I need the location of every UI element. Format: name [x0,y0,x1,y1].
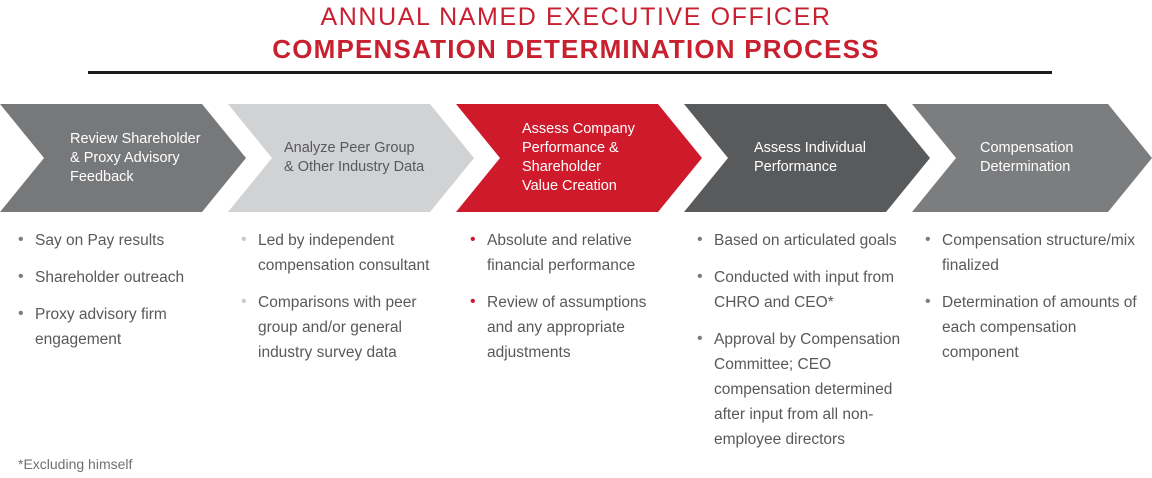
process-step-3-bullet-list: Absolute and relative financial performa… [470,227,675,365]
page-title-line-2: COMPENSATION DETERMINATION PROCESS [272,34,880,64]
list-item: Review of assumptions and any appropriat… [470,289,675,365]
list-item: Compensation structure/mix finalized [925,227,1140,278]
title-divider-rule [88,71,1052,74]
list-item: Say on Pay results [18,227,230,253]
footnote-text: *Excluding himself [18,456,133,472]
list-item: Led by independent compensation consulta… [241,227,456,278]
process-step-4-label: Assess Individual Performance [754,140,867,175]
list-item: Absolute and relative financial performa… [470,227,675,278]
process-step-5-label: Compensation Determination [980,140,1074,175]
process-step-4-details: Based on articulated goals Conducted wit… [697,227,922,452]
process-step-3-label: Assess Company Performance & Shareholder… [522,121,635,194]
process-step-1-label: Review Shareholder & Proxy Advisory Feed… [70,130,201,185]
list-item: Determination of amounts of each compens… [925,289,1140,365]
list-item: Shareholder outreach [18,264,230,290]
process-step-2-chevron[interactable]: Analyze Peer Group & Other Industry Data [228,104,474,212]
process-step-4-bullet-list: Based on articulated goals Conducted wit… [697,227,922,452]
process-step-3-chevron[interactable]: Assess Company Performance & Shareholder… [456,104,702,212]
process-step-1-chevron[interactable]: Review Shareholder & Proxy Advisory Feed… [0,104,246,212]
process-step-5-details: Compensation structure/mix finalized Det… [925,227,1140,365]
list-item: Conducted with input from CHRO and CEO* [697,264,922,315]
process-chevron-band: Review Shareholder & Proxy Advisory Feed… [0,104,1152,212]
process-step-3-details: Absolute and relative financial performa… [470,227,675,365]
list-item: Proxy advisory firm engagement [18,301,230,352]
process-step-2-details: Led by independent compensation consulta… [241,227,456,365]
list-item: Comparisons with peer group and/or gener… [241,289,456,365]
process-step-4-chevron[interactable]: Assess Individual Performance [684,104,930,212]
process-step-2-label: Analyze Peer Group & Other Industry Data [284,140,425,175]
process-step-1-details: Say on Pay results Shareholder outreach … [18,227,230,352]
process-step-1-bullet-list: Say on Pay results Shareholder outreach … [18,227,230,352]
page-header: ANNUAL NAMED EXECUTIVE OFFICER COMPENSAT… [0,0,1152,65]
process-step-5-bullet-list: Compensation structure/mix finalized Det… [925,227,1140,365]
process-step-5-chevron[interactable]: Compensation Determination [912,104,1152,212]
list-item: Based on articulated goals [697,227,922,253]
page-title-line-1: ANNUAL NAMED EXECUTIVE OFFICER [320,3,832,31]
list-item: Approval by Compensation Committee; CEO … [697,326,922,452]
process-step-2-bullet-list: Led by independent compensation consulta… [241,227,456,365]
